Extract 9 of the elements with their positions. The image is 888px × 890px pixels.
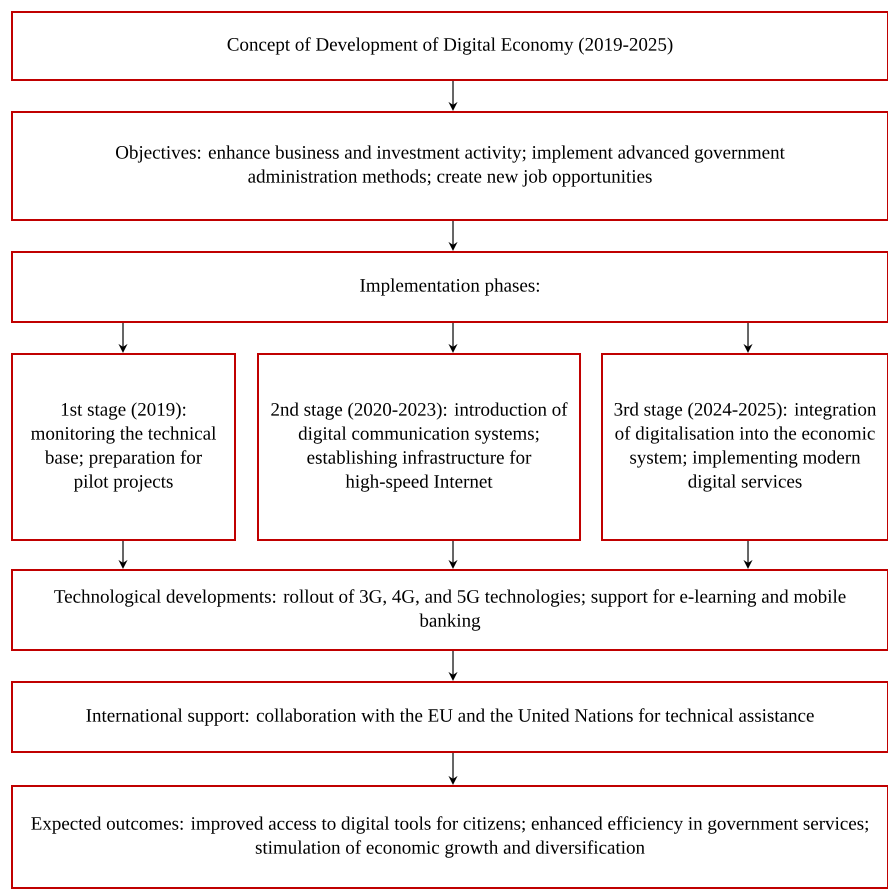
process-box: Technological developments: rollout of 3G, 4G, and 5G technologies; support for e-learning and mobile banking (11, 569, 888, 651)
process-box: 2nd stage (2020-2023): introduction of digital communication systems; establishing infrastructure for high-speed Internet (257, 353, 581, 541)
process-box: 1st stage (2019): monitoring the technical base; preparation for pilot projects (11, 353, 236, 541)
process-box: Implementation phases: (11, 251, 888, 323)
process-box: Expected outcomes: improved access to digital tools for citizens; enhanced efficiency in government services; stimulation of economic growth and diversification (11, 785, 888, 889)
process-box: Objectives: enhance business and investment activity; implement advanced government administration methods; create new job opportunities (11, 111, 888, 221)
process-box: Concept of Development of Digital Economy (2019-2025) (11, 11, 888, 81)
process-box: 3rd stage (2024-2025): integration of digitalisation into the economic system; implementing modern digital services (601, 353, 888, 541)
process-box: International support: collaboration with the EU and the United Nations for technical assistance (11, 681, 888, 753)
